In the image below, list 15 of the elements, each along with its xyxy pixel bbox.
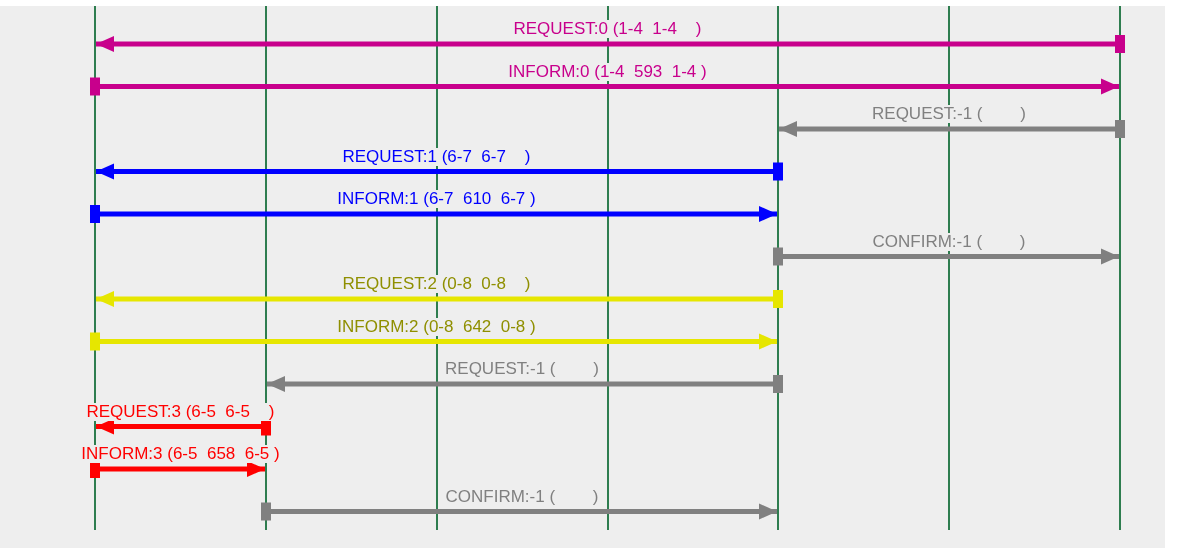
lifeline [948,6,950,530]
message-label: INFORM:1 (6-7 610 6-7 ) [335,190,538,208]
message-label: REQUEST:-1 ( ) [443,360,601,378]
message-label: CONFIRM:-1 ( ) [870,232,1028,251]
lifeline [1119,6,1121,530]
message-label: CONFIRM:-1 ( ) [443,487,601,506]
message-label: REQUEST:1 (6-7 6-7 ) [340,147,533,166]
message-label: REQUEST:2 (0-8 0-8 ) [340,275,533,293]
message-label: INFORM:2 (0-8 642 0-8 ) [335,317,538,336]
message-label: REQUEST:0 (1-4 1-4 ) [511,20,704,38]
lifeline [607,6,609,530]
message-label: REQUEST:3 (6-5 6-5 ) [84,402,277,421]
message-label: INFORM:3 (6-5 658 6-5 ) [79,445,282,463]
message-label: INFORM:0 (1-4 593 1-4 ) [506,62,709,81]
message-label: REQUEST:-1 ( ) [870,105,1028,123]
